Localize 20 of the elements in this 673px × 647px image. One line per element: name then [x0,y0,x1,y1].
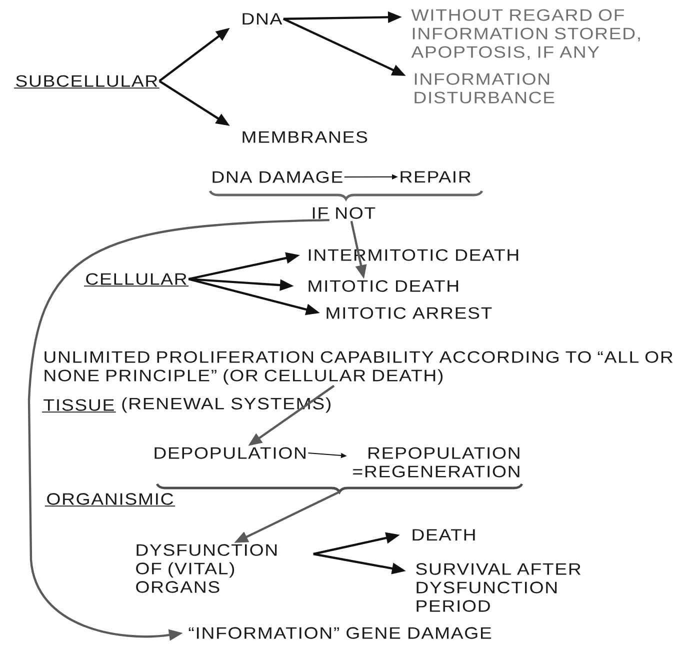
text-label: DEATH [412,529,475,541]
text-label: MEMBRANES [242,131,368,143]
underlined-heading: ORGANISMIC [44,493,176,506]
text-label: MITOTIC ARREST [326,307,492,319]
text-label: “INFORMATION” GENE DAMAGE [188,627,492,639]
text-label: MITOTIC DEATH [308,280,458,292]
text-label: SURVIVAL AFTER DYSFUNCTION PERIOD [416,563,581,612]
text-label: IF NOT [312,207,376,219]
underlined-heading: CELLULAR [84,273,189,286]
text-label: WITHOUT REGARD OF INFORMATION STORED, APOPTOSIS, IF ANY [411,9,640,60]
text-label: DEPOPULATION [154,447,306,459]
text-label: REPAIR [400,171,470,183]
text-label: UNLIMITED PROLIFERATION CAPABILITY ACCORDING TO “ALL OR NONE PRINCIPLE” (OR CELLULAR DEATH) [44,351,673,385]
underlined-heading: SUBCELLULAR [14,75,160,88]
text-label: DNA DAMAGE [212,171,342,183]
text-label: REPOPULATION =REGENERATION [353,447,520,478]
text-label: INFORMATION DISTURBANCE [414,73,554,104]
underlined-heading: TISSUE [42,399,116,412]
text-label: DNA [242,13,282,25]
text-label: DYSFUNCTION OF (VITAL) ORGANS [136,544,277,593]
